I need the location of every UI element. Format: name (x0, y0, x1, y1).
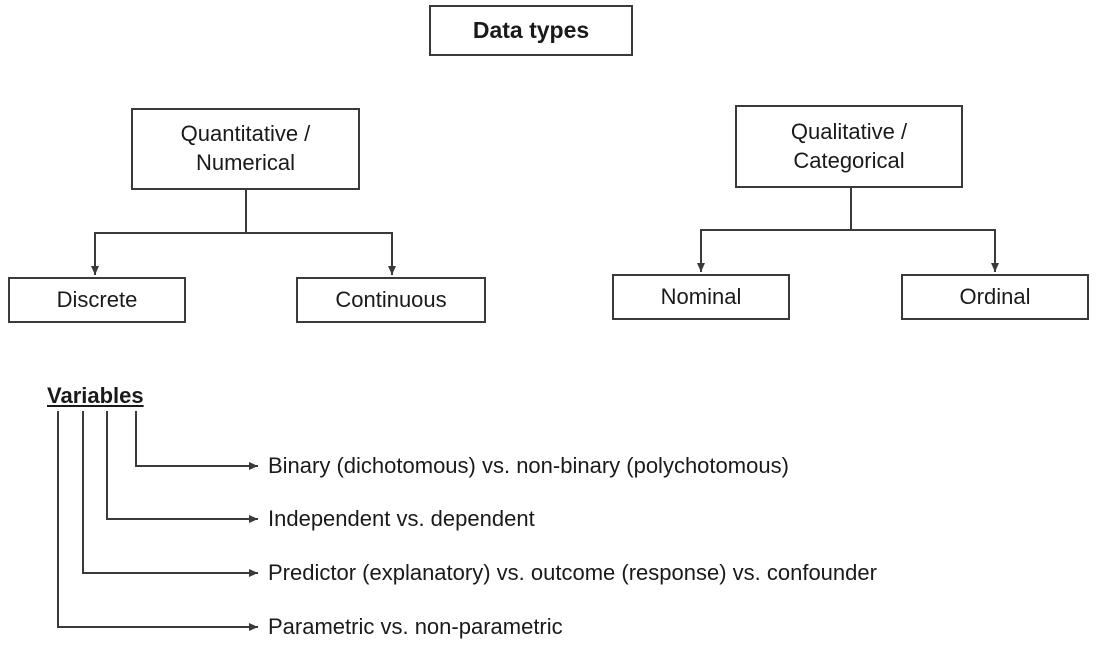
variables-heading: Variables (47, 383, 144, 408)
diagram-title: Data types (472, 16, 590, 43)
nominal-label: Nominal (660, 283, 742, 309)
continuous-box: Continuous (296, 277, 486, 323)
connector-arrow-independent (106, 411, 258, 523)
nominal-box: Nominal (612, 274, 790, 320)
variable-item-binary: Binary (dichotomous) vs. non-binary (pol… (268, 453, 789, 478)
qualitative-box: Qualitative / Categorical (735, 105, 963, 188)
ordinal-label: Ordinal (959, 283, 1031, 309)
connector-arrow-parametric (57, 411, 258, 631)
ordinal-box: Ordinal (901, 274, 1089, 320)
qualitative-label: Qualitative / Categorical (790, 118, 908, 173)
diagram-title-box: Data types (429, 5, 633, 56)
quantitative-box: Quantitative / Numerical (131, 108, 360, 190)
discrete-box: Discrete (8, 277, 186, 323)
variable-item-parametric: Parametric vs. non-parametric (268, 614, 563, 639)
variable-item-independent: Independent vs. dependent (268, 506, 535, 531)
continuous-label: Continuous (335, 286, 447, 312)
discrete-label: Discrete (56, 286, 138, 312)
variable-item-predictor: Predictor (explanatory) vs. outcome (res… (268, 560, 877, 585)
connector-arrow-predictor (82, 411, 258, 577)
connector-arrow-binary (135, 411, 258, 470)
quantitative-label: Quantitative / Numerical (180, 121, 311, 175)
